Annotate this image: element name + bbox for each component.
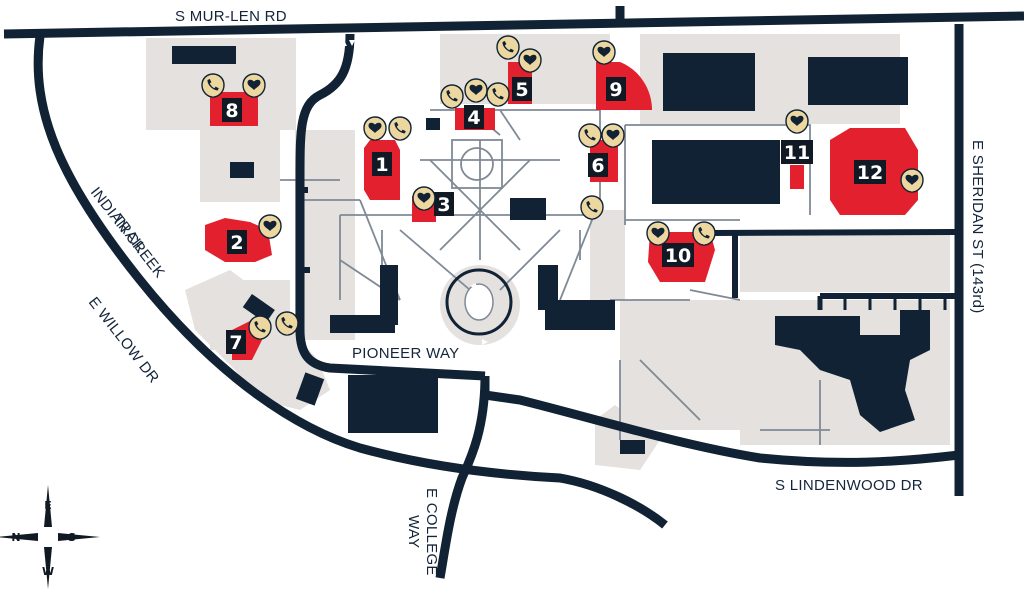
phone-icon <box>202 74 224 97</box>
building-8-label: 8 <box>222 98 242 122</box>
svg-text:2: 2 <box>230 232 243 254</box>
building-11-label: 11 <box>781 140 813 164</box>
svg-text:6: 6 <box>591 155 604 177</box>
svg-text:3: 3 <box>437 194 450 216</box>
svg-text:4: 4 <box>467 107 480 129</box>
heart-icon <box>364 117 386 140</box>
svg-text:10: 10 <box>665 245 691 267</box>
pioneer-split <box>311 33 342 89</box>
heart-icon <box>259 215 281 238</box>
building-10-label: 10 <box>662 243 694 267</box>
building-3-label: 3 <box>434 192 454 216</box>
heart-icon <box>465 79 487 102</box>
heart-icon <box>786 110 808 133</box>
mur-len-road <box>3 11 1024 39</box>
phone-icon <box>581 196 603 219</box>
svg-text:9: 9 <box>609 79 622 101</box>
college-way <box>435 375 490 579</box>
parking-stalls <box>843 296 947 310</box>
willow-label: E WILLOW DR <box>85 294 163 387</box>
svg-text:7: 7 <box>229 332 242 354</box>
dark-buildings <box>172 46 930 454</box>
building-5-label: 5 <box>512 77 532 101</box>
heart-icon <box>593 41 615 64</box>
compass-n: N <box>11 531 20 544</box>
svg-text:11: 11 <box>784 142 810 164</box>
heart-icon <box>243 74 265 97</box>
willow-road <box>33 35 668 529</box>
building-6-label: 6 <box>588 153 608 177</box>
direction-arrows <box>341 40 488 345</box>
svg-text:1: 1 <box>375 154 388 176</box>
pioneer-way <box>295 33 486 381</box>
building-1-label: 1 <box>372 152 392 176</box>
svg-text:5: 5 <box>515 79 528 101</box>
heart-icon <box>413 187 435 210</box>
compass-rose: E W N S <box>0 485 100 589</box>
compass-w: W <box>42 565 54 578</box>
sheridan-label: E SHERIDAN ST (143rd) <box>969 140 986 314</box>
svg-text:8: 8 <box>225 100 238 122</box>
building-9-label: 9 <box>606 77 626 101</box>
mur-len-label: S MUR-LEN RD <box>175 8 287 25</box>
svg-text:12: 12 <box>857 162 883 184</box>
heart-icon <box>602 124 624 147</box>
college-label-2: WAY <box>405 515 422 548</box>
phone-icon <box>487 83 509 106</box>
compass-e: E <box>44 499 52 512</box>
building-11-shape <box>790 165 804 189</box>
phone-icon <box>249 316 271 339</box>
building-labels: 1 2 3 4 5 6 7 8 9 10 11 12 <box>222 77 886 354</box>
building-12-label: 12 <box>854 160 886 184</box>
building-7-label: 7 <box>226 330 246 354</box>
roads <box>3 6 1024 579</box>
compass-s: S <box>68 531 76 544</box>
phone-icon <box>441 85 463 108</box>
phone-icon <box>693 222 715 245</box>
building-4-label: 4 <box>464 105 484 129</box>
phone-icon <box>389 117 411 140</box>
lindenwood-road <box>480 376 960 467</box>
heart-icon <box>647 222 669 245</box>
lindenwood-label: S LINDENWOOD DR <box>775 477 923 494</box>
heart-icon <box>901 169 923 192</box>
phone-icon <box>579 124 601 147</box>
college-label: E COLLEGE <box>423 488 440 576</box>
pioneer-label: PIONEER WAY <box>352 345 459 362</box>
roundabout <box>445 268 513 336</box>
phone-icon <box>497 36 519 59</box>
building-2-label: 2 <box>227 230 247 254</box>
phone-icon <box>276 312 298 335</box>
sheridan-connector <box>711 229 956 236</box>
heart-icon <box>519 49 541 72</box>
